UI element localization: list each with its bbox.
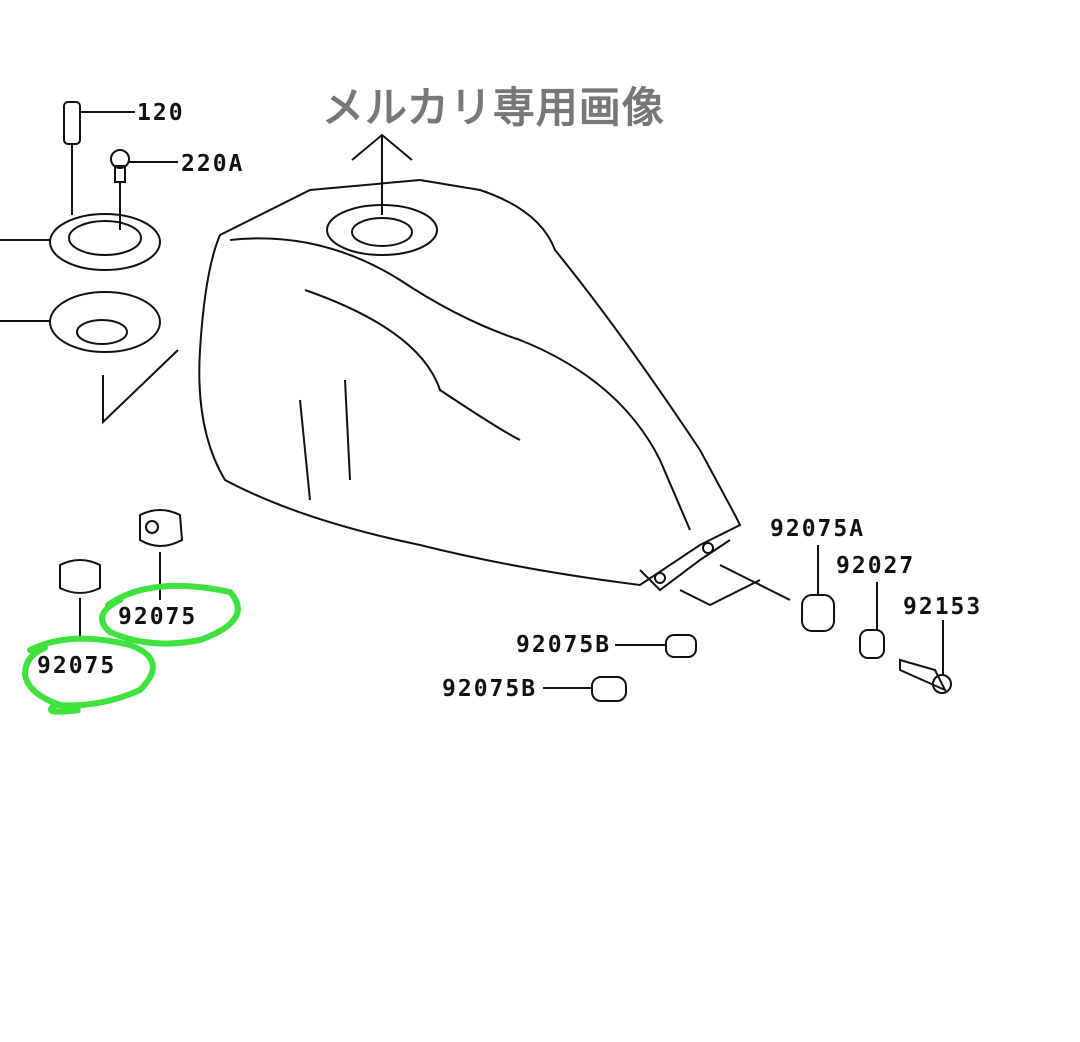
part-label-92075a: 92075A: [770, 516, 866, 542]
part-label-92153: 92153: [903, 594, 983, 620]
highlight-circles: [21, 582, 241, 715]
watermark: メルカリ専用画像: [322, 83, 665, 132]
part-label-92075b: 92075B: [442, 676, 538, 702]
part-label-220a: 220A: [181, 151, 245, 177]
grommets: [59, 509, 952, 702]
fuel-cap-parts: [0, 101, 179, 425]
fuel-tank: [198, 133, 791, 607]
part-label-92075: 92075: [37, 653, 117, 679]
part-label-92075b: 92075B: [516, 632, 612, 658]
part-label-92075: 92075: [118, 604, 198, 630]
part-label-120: 120: [137, 100, 185, 126]
part-label-92027: 92027: [836, 553, 916, 579]
